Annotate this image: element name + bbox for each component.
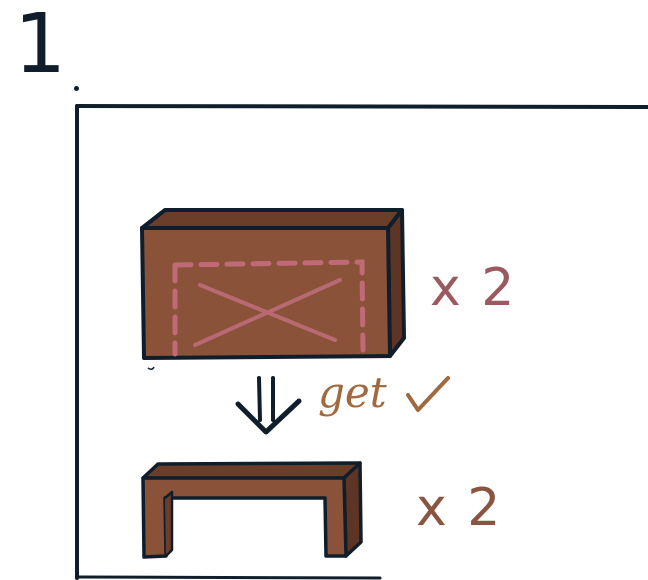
bench-piece-icon [141,461,363,559]
step-number: 1 [14,0,67,92]
top-board-quantity: x 2 [430,258,517,318]
get-label: get [318,368,387,417]
step-number-dot [74,86,79,91]
check-icon [406,376,450,412]
panel-frame [75,104,648,580]
wood-board-icon [140,208,406,371]
double-down-arrow-icon [235,376,302,435]
bench-quantity: x 2 [416,478,503,538]
